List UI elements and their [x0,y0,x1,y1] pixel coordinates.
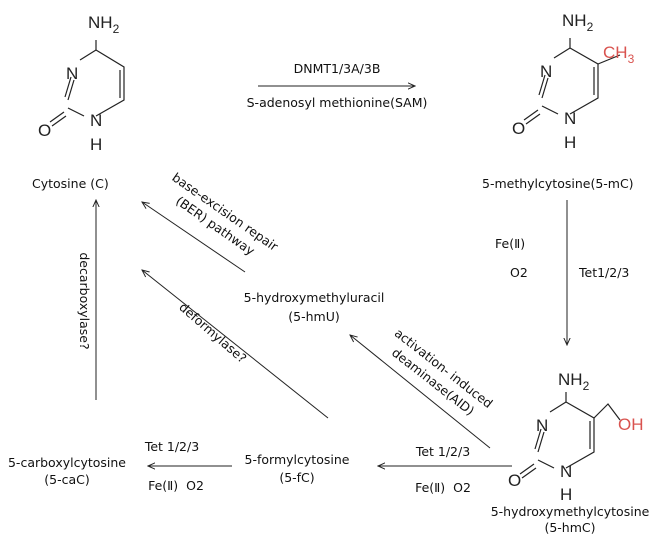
cytosine-ring-n: N [66,64,78,83]
aid-label-group: activation- induced deaminase(AID) [389,325,496,418]
arrow-fc-to-c [142,270,329,419]
methylcytosine-carbonyl-o: O [512,119,525,138]
methyl-group-label: CH3 [603,43,635,66]
hydroxymethyluracil-name-line1: 5-hydroxymethyluracil [244,290,385,305]
methylcytosine-ring-n: N [540,62,552,81]
arrow-hmc-to-hmu [350,335,491,449]
tet-cofactor-fe-label: Fe(Ⅱ) [495,236,525,251]
ber-label-group: base-excision repair (BER) pathway [169,170,281,259]
decarboxylase-label: decarboxylase? [77,252,92,349]
hmc-to-fc-enzyme-label: Tet 1/2/3 [415,444,470,459]
hydroxymethylcytosine-name-line2: (5-hmC) [544,520,595,535]
deformylase-label-group: deformylase? [176,299,249,366]
arrow-hmu-to-c [142,202,246,273]
hydroxymethylcytosine-carbonyl-o: O [508,471,521,490]
carboxylcytosine-name-line1: 5-carboxylcytosine [8,455,126,470]
hydroxymethylcytosine-name-line1: 5-hydroxymethylcytosine [491,504,649,519]
fc-to-cac-cofactor-label: Fe(Ⅱ) O2 [148,478,204,493]
tet-enzyme-label: Tet1/2/3 [578,265,629,280]
cytosine-carbonyl-o: O [38,121,51,140]
deformylase-label: deformylase? [176,299,249,366]
cytosine-structure: NH2 N O N H [38,13,125,154]
hydroxymethylcytosine-ring-n: N [536,416,548,435]
formylcytosine-name-line2: (5-fC) [279,470,314,485]
hydroxymethylcytosine-ring-h: H [560,485,572,504]
methylcytosine-ring-h: H [564,133,576,152]
hmc-to-fc-cofactor-label: Fe(Ⅱ) O2 [415,480,471,495]
hydroxymethylcytosine-structure: NH2 OH N O N H [508,370,644,504]
methylcytosine-name: 5-methylcytosine(5-mC) [482,176,634,191]
hydroxyl-group-label: OH [618,415,644,434]
cytosine-name: Cytosine (C) [32,176,109,191]
cytosine-ring-nh: N [90,111,102,130]
fc-to-cac-enzyme-label: Tet 1/2/3 [144,439,199,454]
cytosine-ring-h: H [90,135,102,154]
sam-cofactor-label: S-adenosyl methionine(SAM) [247,95,428,110]
carboxylcytosine-name-line2: (5-caC) [44,472,89,487]
methylcytosine-structure: NH2 CH3 N O N H [512,11,635,152]
hydroxymethylcytosine-ring-nh: N [560,462,572,481]
cytosine-amine-label: NH2 [88,13,120,36]
dnmt-enzyme-label: DNMT1/3A/3B [294,61,381,76]
tet-cofactor-o2-label: O2 [510,265,528,280]
decarboxylase-label-group: decarboxylase? [77,252,92,349]
hydroxymethylcytosine-amine-label: NH2 [558,370,590,393]
hydroxymethyluracil-name-line2: (5-hmU) [288,309,339,324]
methylcytosine-ring-nh: N [564,109,576,128]
methylcytosine-amine-label: NH2 [562,11,594,34]
formylcytosine-name-line1: 5-formylcytosine [245,452,350,467]
